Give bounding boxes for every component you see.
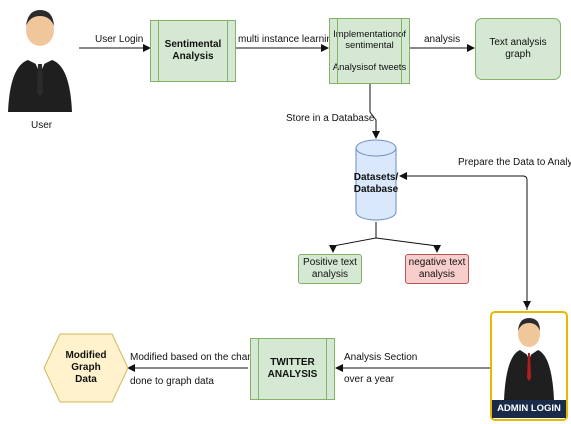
- user-avatar-icon: [8, 10, 72, 112]
- implementation-node: Implementationof sentimental Analysisof …: [329, 18, 410, 84]
- edge-db-negative: [375, 237, 441, 253]
- database-label-box: Datasets/ Database: [352, 168, 400, 200]
- modified-graph-hexagon: [43, 333, 129, 403]
- admin-login-text: ADMIN LOGIN: [497, 403, 561, 414]
- positive-text-analysis-node: Positive text analysis: [298, 254, 362, 284]
- edge-label-modified-based: Modified based on the changes: [130, 352, 269, 363]
- positive-text: Positive text analysis: [303, 257, 357, 280]
- database-text: Datasets/ Database: [353, 172, 399, 195]
- edge-label-analysis-section: Analysis Section: [344, 352, 418, 363]
- edge-label-analysis: analysis: [424, 34, 461, 45]
- edge-db-positive: [329, 222, 377, 253]
- twitter-analysis-node: TWITTER ANALYSIS: [250, 338, 335, 400]
- text-analysis-graph-text: Text analysis graph: [489, 37, 547, 60]
- negative-text-analysis-node: negative text analysis: [405, 254, 469, 284]
- edge-store-db: [369, 84, 380, 139]
- twitter-analysis-text: TWITTER ANALYSIS: [267, 357, 318, 380]
- edge-label-store-db: Store in a Database: [286, 113, 375, 124]
- modified-graph-text: Modified Graph Data: [65, 350, 107, 385]
- edge-label-user-login: User Login: [95, 34, 144, 45]
- edge-label-prepare: Prepare the Data to Analysis: [458, 157, 571, 168]
- text-analysis-graph-node: Text analysis graph: [475, 18, 561, 80]
- sentimental-analysis-node: Sentimental Analysis: [150, 20, 236, 82]
- edge-label-over-year: over a year: [344, 374, 395, 385]
- edge-label-done-graph: done to graph data: [130, 376, 214, 387]
- admin-login-label: ADMIN LOGIN: [492, 400, 566, 418]
- admin-login-box: [490, 311, 568, 421]
- database-cylinder: [355, 139, 397, 221]
- modified-graph-data-node: Modified Graph Data: [50, 350, 122, 385]
- user-label: User: [31, 120, 53, 131]
- implementation-text: Implementationof sentimental Analysisof …: [332, 29, 407, 73]
- edge-label-multi-instance: multi instance learning: [238, 34, 338, 45]
- edge-prepare: [399, 172, 528, 310]
- negative-text: negative text analysis: [408, 257, 466, 280]
- sentimental-analysis-text: Sentimental Analysis: [164, 39, 222, 62]
